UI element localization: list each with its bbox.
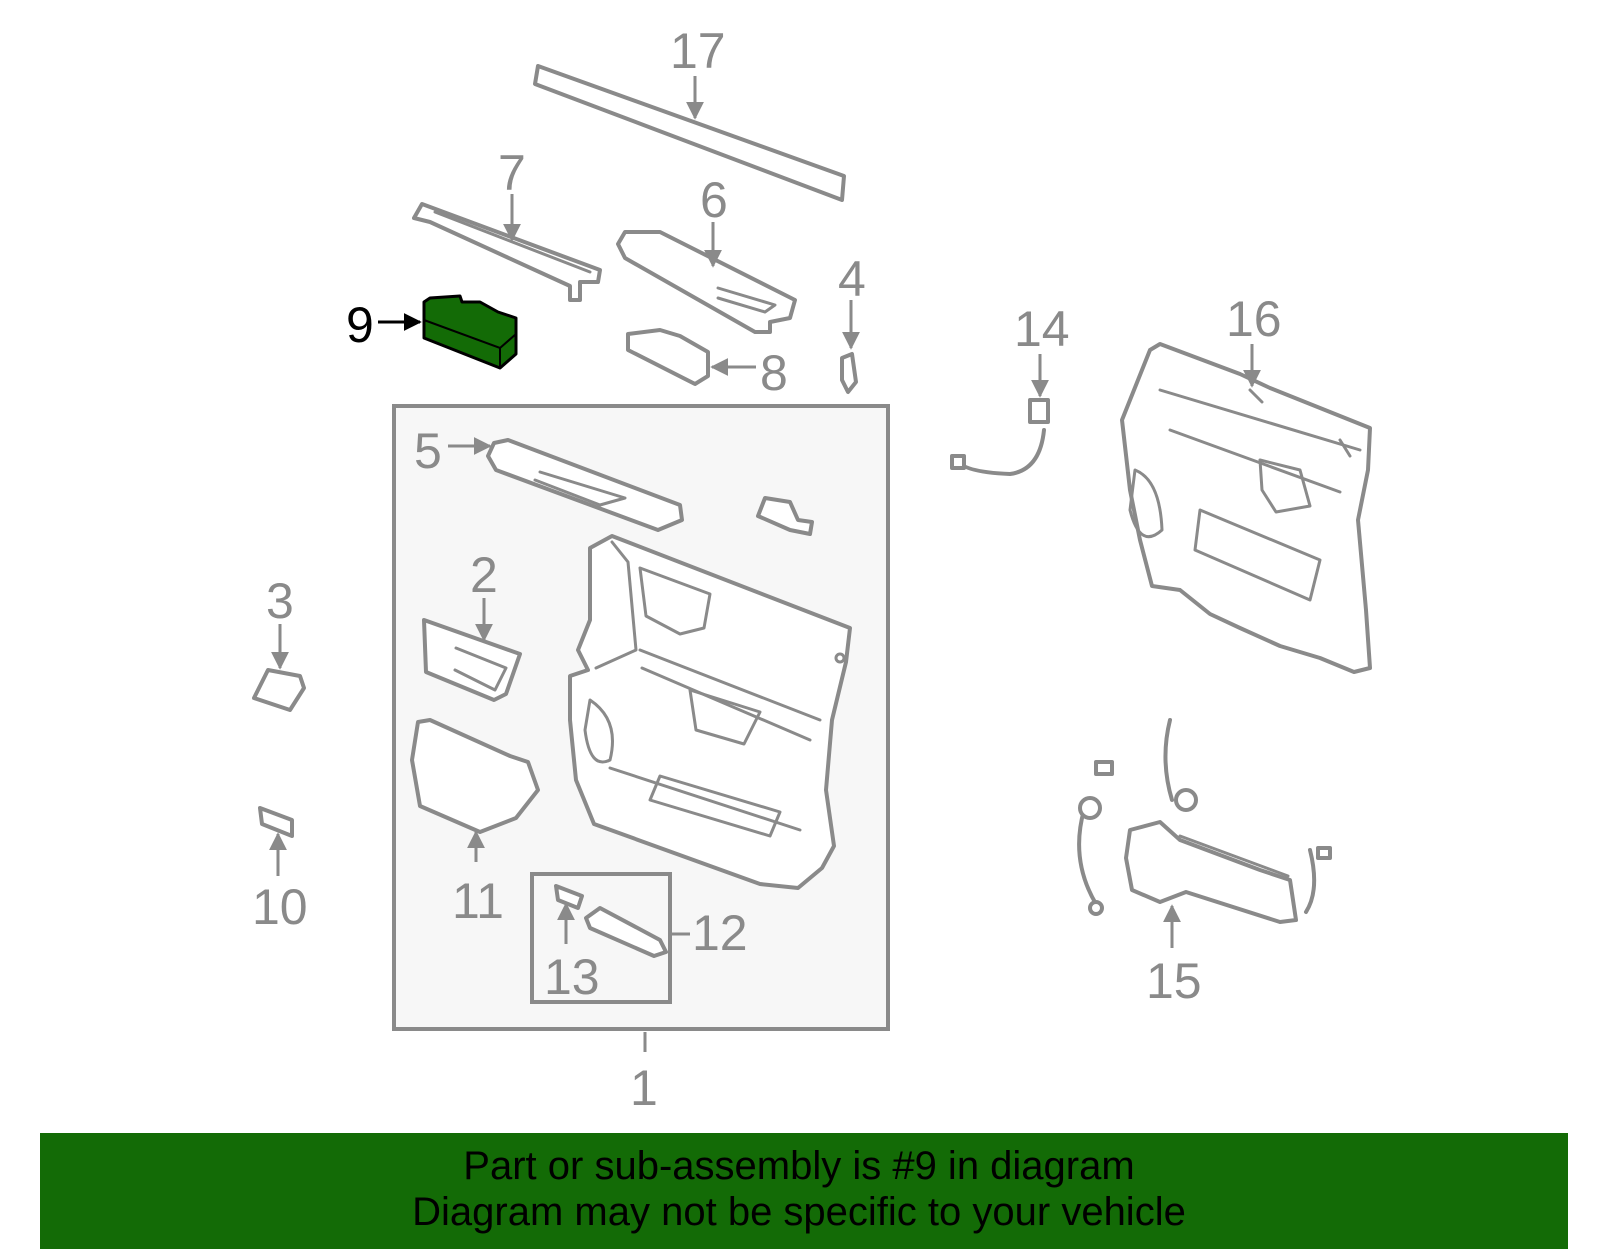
svg-text:10: 10 [252, 879, 308, 935]
svg-text:4: 4 [838, 251, 866, 307]
svg-text:2: 2 [470, 547, 498, 603]
part-10-clip: 10 [252, 806, 308, 935]
svg-text:12: 12 [692, 905, 748, 961]
part-13-handle-bezel: 13 [544, 884, 600, 1005]
part-11-map-pocket: 11 [410, 718, 540, 929]
svg-text:3: 3 [266, 573, 294, 629]
banner-line-1: Part or sub-assembly is #9 in diagram [463, 1144, 1135, 1188]
part-17-belt-molding: 17 [533, 23, 846, 202]
svg-text:13: 13 [544, 949, 600, 1005]
callout-1: 1 [630, 1060, 658, 1116]
svg-text:14: 14 [1014, 301, 1070, 357]
svg-text:16: 16 [1226, 291, 1282, 347]
part-12-sub-box [530, 872, 672, 1004]
part-8-switch-bezel: 8 [626, 328, 788, 401]
part-14-wiring-harness: 14 [950, 301, 1070, 476]
part-5-upper-trim: 5 [414, 423, 684, 532]
svg-text:17: 17 [670, 23, 726, 79]
part-12-pull-handle: 12 [584, 905, 748, 961]
part-16-water-deflector: 16 [1120, 291, 1372, 674]
svg-text:5: 5 [414, 423, 442, 479]
svg-text:15: 15 [1146, 953, 1202, 1009]
part-9-window-switch[interactable]: 9 [346, 294, 518, 370]
svg-text:6: 6 [700, 172, 728, 228]
part-7-armrest-trim: 7 [412, 145, 602, 302]
banner-line-2: Diagram may not be specific to your vehi… [412, 1190, 1186, 1234]
part-15-door-harness: 15 [1077, 718, 1332, 1009]
info-banner: Part or sub-assembly is #9 in diagram Di… [40, 1133, 1568, 1249]
part-6-armrest-trim: 6 [616, 172, 797, 334]
svg-text:7: 7 [498, 145, 526, 201]
svg-text:8: 8 [760, 345, 788, 401]
part-4-clip: 4 [838, 251, 866, 394]
part-small-bracket [756, 496, 814, 536]
part-2-switch-plate: 2 [422, 547, 522, 702]
svg-text:9: 9 [346, 297, 374, 353]
svg-text:11: 11 [452, 873, 504, 929]
part-1-door-panel [568, 534, 852, 890]
part-3-clip: 3 [252, 573, 306, 712]
